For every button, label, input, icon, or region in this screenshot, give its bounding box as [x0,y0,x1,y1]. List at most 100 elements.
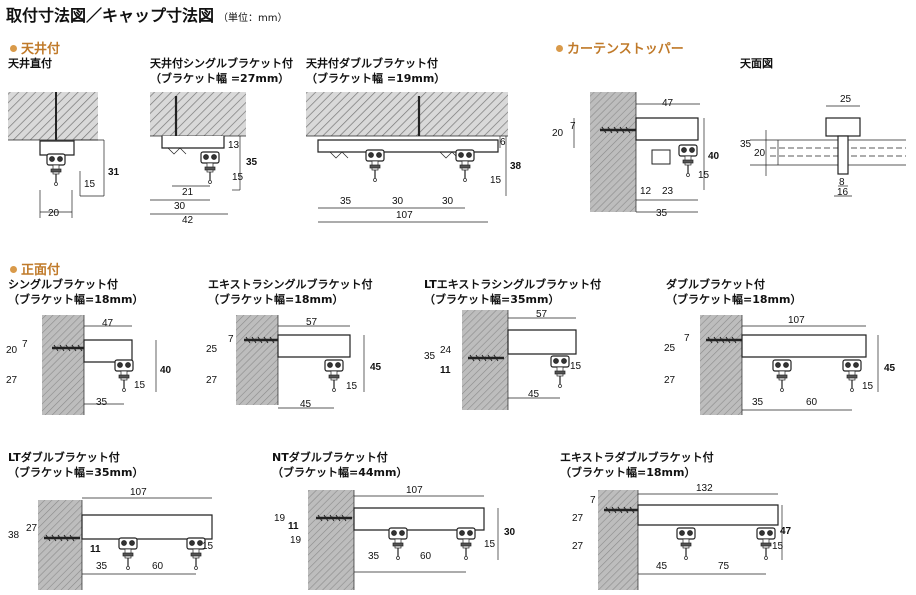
section-stopper-label: カーテンストッパー [567,42,684,57]
dim-label: 7 [570,121,576,132]
dim-label: 16 [837,187,849,198]
caption-line: （ブラケット幅=44mm） [272,466,408,479]
dim-label: 35 [340,196,352,207]
dim-label: 7 [684,333,690,344]
bullet-icon [10,45,17,52]
dim-label: 20 [552,128,564,139]
dim-label: 27 [572,513,584,524]
dim-label: 19 [290,535,302,546]
dim-label: 11 [288,521,299,532]
dim-label: 35 [424,351,436,362]
dim-label: 31 [108,167,120,178]
caption-ceiling-direct: 天井直付 [8,56,52,71]
dim-label: 15 [698,170,710,181]
dim-label: 15 [862,381,874,392]
dim-label: 107 [130,487,147,498]
dim-label: 11 [90,544,101,555]
dim-label: 132 [696,483,713,494]
dim-label: 60 [420,551,432,562]
dim-label: 24 [440,345,452,356]
dim-label: 15 [134,380,146,391]
dim-label: 47 [662,98,674,109]
dim-label: 25 [664,343,676,354]
caption-line: （ブラケット幅 =19mm） [306,72,446,85]
dim-label: 15 [202,541,214,552]
dim-label: 23 [662,186,674,197]
dim-label: 12 [640,186,652,197]
dim-label: 45 [300,399,312,410]
caption-line: エキストラシングルブラケット付 [208,278,373,291]
dim-label: 13 [228,140,240,151]
caption-line: ダブルブラケット付 [666,278,765,291]
dim-label: 45 [370,362,382,373]
dim-label: 35 [246,157,258,168]
dim-label: 75 [718,561,730,572]
caption-front-extra-double: エキストラダブルブラケット付（ブラケット幅=18mm） [560,450,714,480]
dim-label: 8 [839,177,845,188]
section-front-label: 正面付 [21,263,61,278]
caption-front-nt-double: NTダブルブラケット付 （ブラケット幅=44mm） [272,450,407,480]
caption-line: LTダブルブラケット付 [8,451,120,464]
dim-label: 7 [228,334,234,345]
caption-line: （ブラケット幅=18mm） [208,293,344,306]
caption-line: 天井付シングルブラケット付 [150,57,293,70]
bullet-icon [556,45,563,52]
dim-label: 27 [6,375,18,386]
dim-label: 107 [396,210,413,221]
dim-label: 15 [484,539,496,550]
dim-label: 20 [754,148,766,159]
caption-line: （ブラケット幅=35mm） [8,466,144,479]
dim-label: 38 [510,161,522,172]
caption-line: 天面図 [740,57,773,70]
ceiling-hatch [8,92,98,140]
bullet-icon [10,266,17,273]
section-ceiling: 天井付 [10,38,60,57]
dim-label: 30 [392,196,404,207]
dim-label: 57 [306,317,318,328]
page-title: 取付寸法図／キャップ寸法図（単位：mm） [6,2,288,26]
unit-note: （単位：mm） [218,13,288,24]
dim-label: 7 [22,339,28,350]
caption-front-lt-double: LTダブルブラケット付 （ブラケット幅=35mm） [8,450,143,480]
dim-label: 35 [368,551,380,562]
dim-label: 20 [6,345,18,356]
page-title-text: 取付寸法図／キャップ寸法図 [6,6,215,25]
section-ceiling-label: 天井付 [21,42,61,57]
caption-top-view: 天面図 [740,56,773,71]
caption-line: （ブラケット幅=18mm） [8,293,144,306]
caption-front-extra-single: エキストラシングルブラケット付 （ブラケット幅=18mm） [208,277,372,307]
dim-label: 107 [406,485,423,496]
caption-line: 天井付ダブルブラケット付 [306,57,438,70]
dim-label: 35 [656,208,668,219]
dim-label: 15 [84,179,96,190]
dim-label: 57 [536,309,548,320]
dim-label: 6 [500,137,506,148]
dim-label: 47 [780,526,792,537]
dim-label: 25 [206,344,218,355]
dim-label: 40 [160,365,172,376]
caption-line: LTエキストラシングルブラケット付 [424,278,602,291]
dim-label: 30 [442,196,454,207]
dim-label: 35 [96,397,108,408]
dim-label: 35 [96,561,108,572]
caption-line: （ブラケット幅=18mm） [666,293,802,306]
dim-label: 35 [752,397,764,408]
dim-label: 15 [490,175,502,186]
dim-label: 38 [8,530,20,541]
caption-line: NTダブルブラケット付 [272,451,388,464]
dim-label: 45 [656,561,668,572]
dim-label: 60 [152,561,164,572]
caption-ceiling-double: 天井付ダブルブラケット付 （ブラケット幅 =19mm） [306,56,445,86]
dim-label: 7 [590,495,596,506]
dim-label: 47 [102,318,114,329]
caption-front-double: ダブルブラケット付 （ブラケット幅=18mm） [666,277,801,307]
caption-line: シングルブラケット付 [8,278,118,291]
dim-label: 30 [174,201,186,212]
dim-label: 45 [884,363,896,374]
caption-line: エキストラダブルブラケット付 [560,451,714,464]
dim-label: 107 [788,315,805,326]
section-stopper: カーテンストッパー [556,38,684,57]
dim-label: 19 [274,513,286,524]
caption-front-lt-extra-single: LTエキストラシングルブラケット付（ブラケット幅=35mm） [424,277,601,307]
